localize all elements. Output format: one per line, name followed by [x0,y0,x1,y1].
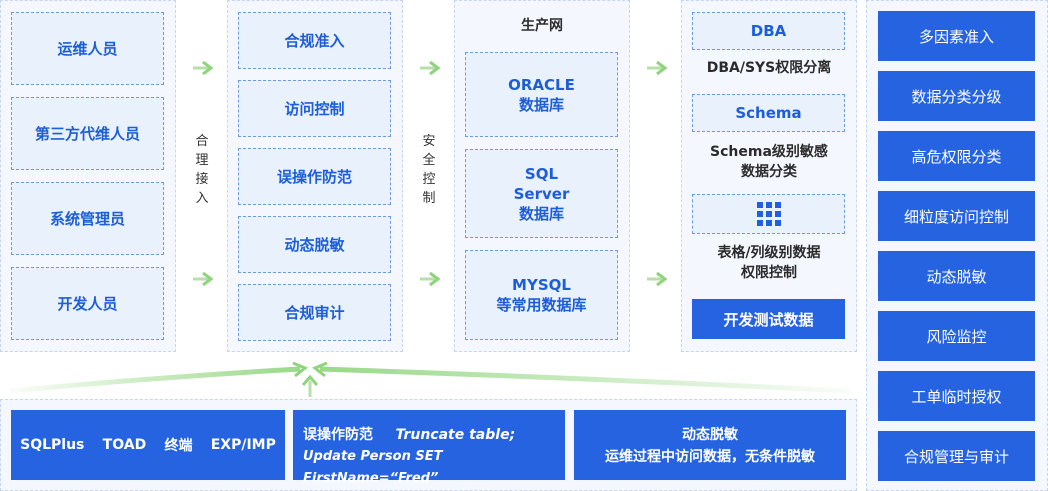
access-label: 合理接入 [192,132,212,208]
control-misoperation: 误操作防范 [238,148,391,205]
feature-high-risk-privileges: 高危权限分类 [878,131,1035,181]
mask-title: 动态脱敏 [682,427,738,443]
arrow-right-icon [420,272,440,286]
feature-fine-grained-access: 细粒度访问控制 [878,191,1035,241]
personnel-developer: 开发人员 [11,267,164,340]
schema-box: Schema [692,94,845,132]
misop-cmd2: Update Person SET FirstName=“Fred” [303,449,443,486]
table-grid-box [692,194,845,234]
misop-line1: 误操作防范 Truncate table; [303,424,565,446]
tool-terminal: 终端 [164,438,193,454]
db-oracle: ORACLE 数据库 [465,52,618,137]
control-dynamic-masking: 动态脱敏 [238,216,391,273]
production-title: 生产网 [521,18,563,34]
arrow-right-icon [420,61,440,75]
db-sqlserver: SQL Server 数据库 [465,149,618,238]
dev-test-data-button[interactable]: 开发测试数据 [692,299,845,339]
personnel-third-party: 第三方代维人员 [11,97,164,170]
feature-multi-factor: 多因素准入 [878,11,1035,61]
dba-box: DBA [692,12,845,50]
table-desc: 表格/列级别数据 权限控制 [717,245,821,281]
dba-panel [681,0,857,352]
access-label-text: 合理接入 [195,134,209,206]
personnel-ops: 运维人员 [11,12,164,85]
tools-box: SQLPlus TOAD 终端 EXP/IMP [11,410,285,480]
feature-dynamic-masking: 动态脱敏 [878,251,1035,301]
feature-compliance-audit: 合规管理与审计 [878,431,1035,481]
misop-title: 误操作防范 [303,427,373,443]
db-mysql: MYSQL 等常用数据库 [465,250,618,340]
security-label-text: 安全控制 [422,134,436,206]
control-compliance-access: 合规准入 [238,12,391,69]
table-grid-icon [756,202,781,226]
misoperation-box: 误操作防范 Truncate table; Update Person SET … [293,410,565,486]
mask-desc: 运维过程中访问数据，无条件脱敏 [605,449,815,465]
control-access-control: 访问控制 [238,80,391,137]
tool-toad: TOAD [102,437,147,453]
feature-data-classification: 数据分类分级 [878,71,1035,121]
arrow-right-icon [647,61,667,75]
up-arrows-icon [9,361,851,397]
masking-box: 动态脱敏 运维过程中访问数据，无条件脱敏 [574,410,846,480]
tool-expimp: EXP/IMP [210,437,276,453]
schema-desc: Schema级别敏感 数据分类 [710,144,828,180]
security-label: 安全控制 [419,132,439,208]
arrow-right-icon [193,61,213,75]
feature-risk-monitoring: 风险监控 [878,311,1035,361]
dba-desc: DBA/SYS权限分离 [706,60,832,76]
control-compliance-audit: 合规审计 [238,284,391,341]
tool-sqlplus: SQLPlus [20,437,85,453]
arrow-right-icon [193,272,213,286]
personnel-sysadmin: 系统管理员 [11,182,164,255]
arrow-right-icon [647,272,667,286]
feature-ticket-authorization: 工单临时授权 [878,371,1035,421]
misop-cmd1: Truncate table; [395,427,516,443]
